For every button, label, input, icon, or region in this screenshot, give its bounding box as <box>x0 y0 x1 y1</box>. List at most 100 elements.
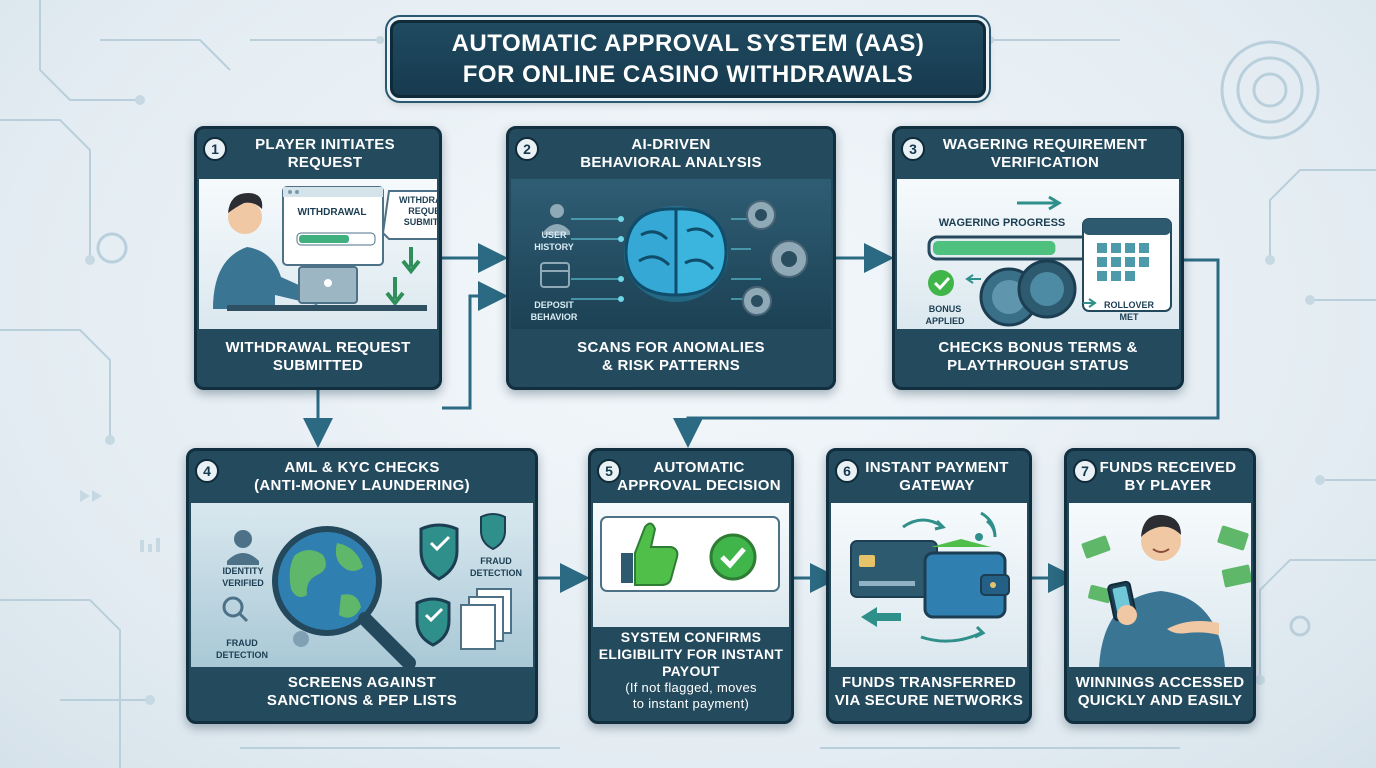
request-bubble: WITHDRAWAL REQUEST SUBMITTED <box>391 195 437 228</box>
title-line: APPROVAL DECISION <box>617 477 781 494</box>
label-line: HISTORY <box>534 242 574 252</box>
arrow-3-to-5 <box>673 258 1220 448</box>
note-line: to instant payment) <box>632 696 750 711</box>
label-line: BONUS <box>928 304 962 314</box>
label-line: USER <box>541 230 567 240</box>
label-line: DEPOSIT <box>534 300 574 310</box>
step-illustration: WITHDRAWAL WITHDRAWAL REQUEST SUBMITTED <box>199 179 437 329</box>
title-line: AML & KYC CHECKS <box>284 459 440 476</box>
step-title: FUNDS RECEIVED BY PLAYER <box>1067 451 1253 503</box>
step-number: 5 <box>597 459 621 483</box>
bubble-line: WITHDRAWAL <box>399 195 437 205</box>
step-caption: WINNINGS ACCESSED QUICKLY AND EASILY <box>1067 663 1253 721</box>
step-illustration: USER HISTORY DEPOSIT BEHAVIOR <box>511 179 831 329</box>
label-line: VERIFIED <box>222 578 264 588</box>
title-line: GATEWAY <box>899 477 975 494</box>
step-3-card: 3 WAGERING REQUIREMENT VERIFICATION W <box>892 126 1184 390</box>
title-line: VERIFICATION <box>990 154 1100 171</box>
label-line: IDENTITY <box>222 566 264 576</box>
aml-globe-illustration <box>222 513 512 667</box>
step-caption: SYSTEM CONFIRMS ELIGIBILITY FOR INSTANT … <box>591 623 791 721</box>
title-line: REQUEST <box>287 154 363 171</box>
caption-line: VIA SECURE NETWORKS <box>834 692 1024 709</box>
bubble-line: SUBMITTED <box>403 217 437 227</box>
step-4-card: 4 AML & KYC CHECKS (ANTI-MONEY LAUNDERIN… <box>186 448 538 724</box>
step-illustration: WAGERING PROGRESS BONUS APPLIED ROLLOVER… <box>897 179 1179 329</box>
label-line: MET <box>1119 312 1139 322</box>
arrow-1-to-2-return <box>442 281 508 410</box>
step-caption: WITHDRAWAL REQUEST SUBMITTED <box>197 327 439 387</box>
title-line: PLAYER INITIATES <box>255 136 395 153</box>
approval-illustration <box>600 516 780 592</box>
step-illustration: IDENTITY VERIFIED FRAUD DETECTION FRAUD … <box>191 503 533 667</box>
title-line: INSTANT PAYMENT <box>865 459 1009 476</box>
player-laptop-illustration <box>213 186 437 311</box>
deposit-behavior-label: DEPOSIT BEHAVIOR <box>523 299 585 323</box>
label-line: ROLLOVER <box>1103 300 1154 310</box>
caption-line: SYSTEM CONFIRMS <box>620 629 762 645</box>
step-illustration <box>593 503 789 627</box>
label-line: APPLIED <box>925 316 965 326</box>
caption-line: FUNDS TRANSFERRED <box>841 674 1017 691</box>
step-number: 4 <box>195 459 219 483</box>
caption-line: CHECKS BONUS TERMS & <box>938 339 1138 356</box>
step-number: 7 <box>1073 459 1097 483</box>
fraud-detection-left-label: FRAUD DETECTION <box>205 637 279 661</box>
caption-line: & RISK PATTERNS <box>601 357 741 374</box>
user-history-label: USER HISTORY <box>525 229 583 253</box>
step-2-card: 2 AI-DRIVEN BEHAVIORAL ANALYSIS <box>506 126 836 390</box>
title-line: AI-DRIVEN <box>631 136 711 153</box>
step-illustration <box>1069 503 1251 667</box>
caption-line: SUBMITTED <box>272 357 364 374</box>
title-line: BY PLAYER <box>1124 477 1212 494</box>
step-title: PLAYER INITIATES REQUEST <box>197 129 439 179</box>
caption-line: PLAYTHROUGH STATUS <box>947 357 1129 374</box>
step-title: WAGERING REQUIREMENT VERIFICATION <box>895 129 1181 179</box>
caption-line: SCREENS AGAINST <box>287 674 437 691</box>
caption-line: QUICKLY AND EASILY <box>1077 692 1243 709</box>
player-phone-illustration <box>1081 514 1251 667</box>
title-line-1: AUTOMATIC APPROVAL SYSTEM (AAS) <box>451 30 925 57</box>
title-line: BEHAVIORAL ANALYSIS <box>580 154 762 171</box>
bubble-line: REQUEST <box>408 206 437 216</box>
step-5-card: 5 AUTOMATIC APPROVAL DECISION SYSTEM CON… <box>588 448 794 724</box>
note-line: (If not flagged, moves <box>625 680 757 695</box>
step-title: AUTOMATIC APPROVAL DECISION <box>591 451 791 503</box>
caption-line: SCANS FOR ANOMALIES <box>577 339 765 356</box>
main-title: AUTOMATIC APPROVAL SYSTEM (AAS) FOR ONLI… <box>390 20 986 98</box>
caption-line: SANCTIONS & PEP LISTS <box>266 692 458 709</box>
caption-line: WINNINGS ACCESSED <box>1075 674 1245 691</box>
label-line: BEHAVIOR <box>530 312 578 322</box>
caption-line: PAYOUT <box>662 663 720 679</box>
step-title: INSTANT PAYMENT GATEWAY <box>829 451 1029 503</box>
bonus-applied-label: BONUS APPLIED <box>915 303 975 327</box>
title-line: (ANTI-MONEY LAUNDERING) <box>254 477 470 494</box>
step-caption: FUNDS TRANSFERRED VIA SECURE NETWORKS <box>829 663 1029 721</box>
step-caption: CHECKS BONUS TERMS & PLAYTHROUGH STATUS <box>895 327 1181 387</box>
identity-verified-label: IDENTITY VERIFIED <box>209 565 277 589</box>
title-line-2: FOR ONLINE CASINO WITHDRAWALS <box>462 61 914 88</box>
label-line: DETECTION <box>469 568 522 578</box>
title-line: FUNDS RECEIVED <box>1099 459 1237 476</box>
label-line: FRAUD <box>226 638 258 648</box>
step-7-card: 7 FUNDS RECEIVED BY PLAYER WINNINGS ACCE… <box>1064 448 1256 724</box>
title-line: WAGERING REQUIREMENT <box>942 136 1148 153</box>
step-title: AML & KYC CHECKS (ANTI-MONEY LAUNDERING) <box>189 451 535 503</box>
withdrawal-label: WITHDRAWAL <box>297 207 367 218</box>
step-caption: SCANS FOR ANOMALIES & RISK PATTERNS <box>509 327 833 387</box>
step-illustration <box>831 503 1027 667</box>
step-number: 2 <box>515 137 539 161</box>
step-caption: SCREENS AGAINST SANCTIONS & PEP LISTS <box>189 663 535 721</box>
wagering-progress-label: WAGERING PROGRESS <box>938 217 1066 229</box>
payment-gateway-illustration <box>850 511 1010 643</box>
step-number: 1 <box>203 137 227 161</box>
step-1-card: 1 PLAYER INITIATES REQUEST WITHDRAWAL WI… <box>194 126 442 390</box>
wagering-illustration <box>927 195 1172 327</box>
wagering-progress-fill <box>933 241 1056 255</box>
step-title: AI-DRIVEN BEHAVIORAL ANALYSIS <box>509 129 833 179</box>
label-line: DETECTION <box>215 650 268 660</box>
caption-line: ELIGIBILITY FOR INSTANT <box>598 646 784 662</box>
ai-brain-illustration <box>540 200 808 316</box>
